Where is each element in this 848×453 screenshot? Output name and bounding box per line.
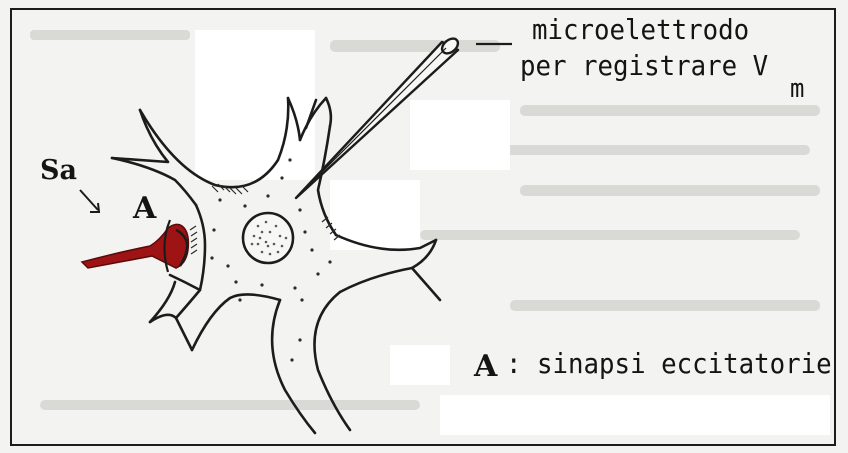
sa-label: Sa [40, 157, 77, 184]
dendrite-top-left [112, 110, 168, 162]
sa-arrow [80, 190, 99, 212]
soma-lower-edge [192, 294, 280, 350]
soma-upper-right [318, 126, 336, 235]
nucleus [243, 213, 293, 263]
dendrite-top-d [326, 98, 331, 126]
microelectrode [296, 36, 461, 198]
soma-left-edge [196, 205, 205, 290]
electrode-label-line2: per registrare V [520, 52, 768, 80]
dendrite-right-upper [336, 235, 436, 250]
legend-text: : sinapsi eccitatorie [506, 350, 832, 378]
synapse-letter-label: A [133, 194, 156, 224]
legend-letter: A [474, 352, 497, 382]
axon-right-edge [314, 292, 350, 430]
electrode-label-line1: microelettrodo [532, 16, 749, 44]
dendrite-right-lower [340, 268, 412, 292]
dendrite-top-b [300, 98, 326, 140]
axon-left-edge [272, 300, 315, 433]
dendrite-top-a [288, 98, 300, 140]
electrode-label-subscript: m [790, 76, 804, 102]
dendrite-bottom-left-a [150, 315, 192, 350]
synaptic-terminal [82, 220, 188, 272]
